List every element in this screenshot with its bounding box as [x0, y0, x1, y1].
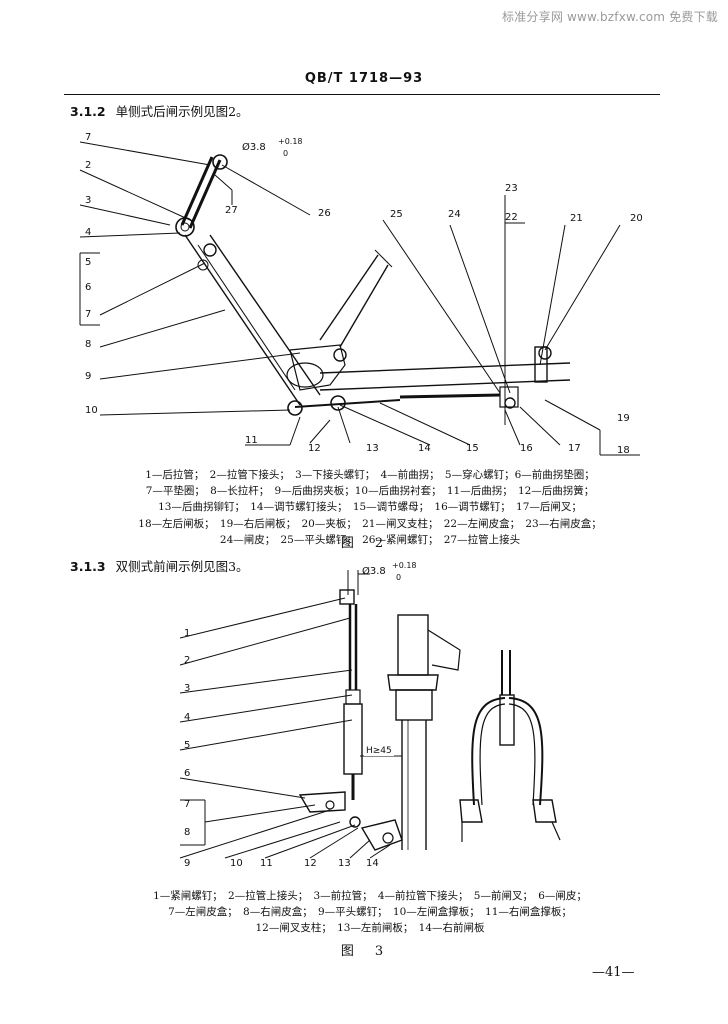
section-3-1-3: 3.1.3 双侧式前闸示例见图3。	[70, 556, 249, 575]
fig2-callout-left: 5	[85, 257, 91, 268]
fig3-callout-left: 7	[184, 799, 190, 810]
fig3-callout-left: 1	[184, 628, 190, 639]
figure-3-caption: 图 3	[340, 944, 388, 959]
legend-line: 1—后拉管； 2—拉管下接头； 3—下接头螺钉； 4—前曲拐； 5—穿心螺钉；6…	[145, 469, 595, 481]
fig3-tolerance-upper: +0.18	[392, 561, 417, 570]
fig2-callout-right: 19	[617, 413, 630, 424]
watermark: 标准分享网 www.bzfxw.com 免费下载	[502, 10, 718, 24]
fig3-callout-bottom: 12	[304, 858, 317, 869]
fig2-callout-left: 6	[85, 282, 91, 293]
fig2-tolerance-lower: 0	[283, 149, 288, 158]
header-rule	[64, 94, 660, 95]
fig2-callout-bottom: 14	[418, 443, 431, 454]
fig2-callout-top: 27	[225, 205, 238, 216]
fig2-callout-left: 4	[85, 227, 91, 238]
figure-2-drawing: Ø3.8 +0.18 0 7 2 3 4 5 6 7 8 9 10 11 12 …	[79, 132, 643, 456]
fig2-callout-bottom: 15	[466, 443, 479, 454]
fig2-callout-bottom: 11	[245, 435, 258, 446]
fig3-callout-bottom: 14	[366, 858, 379, 869]
fig2-callout-top: 20	[630, 213, 643, 224]
fig2-callout-bottom: 13	[366, 443, 379, 454]
fig2-callout-top: 21	[570, 213, 583, 224]
legend-line: 7—左闸皮盒； 8—右闸皮盒； 9—平头螺钉； 10—左闸盒撑板； 11—右闸盒…	[168, 906, 572, 919]
fig2-tolerance-symbol: Ø3.8	[242, 141, 266, 153]
fig2-callout-top: 22	[505, 212, 518, 223]
fig2-tolerance-upper: +0.18	[278, 137, 303, 146]
fig2-callout-left: 7	[85, 132, 91, 143]
fig2-callout-bottom: 17	[568, 443, 581, 454]
fig3-callout-bottom: 10	[230, 858, 243, 869]
figure-2-legend: 1—后拉管； 2—拉管下接头； 3—下接头螺钉； 4—前曲拐； 5—穿心螺钉；6…	[60, 467, 680, 548]
fig3-callout-left: 2	[184, 655, 190, 666]
fig3-callout-left: 8	[184, 827, 190, 838]
section-3-1-2: 3.1.2 单侧式后闸示例见图2。	[70, 101, 249, 120]
fig2-callout-top: 26	[318, 208, 331, 219]
section-number: 3.1.2	[70, 104, 106, 119]
fig2-callout-top: 24	[448, 209, 461, 220]
legend-line: 13—后曲拐铆钉； 14—调节螺钉接头； 15—调节螺母； 16—调节螺钉； 1…	[158, 501, 582, 514]
figure-3-drawing: Ø3.8 +0.18 0 H≥45 1 2 3 4 5 6 7 8 9 10 1…	[179, 561, 561, 869]
fig3-callout-left: 3	[184, 683, 190, 694]
figure-2-caption: 图 2	[340, 536, 388, 551]
fig3-callout-bottom: 11	[260, 858, 273, 869]
fig3-callout-left: 5	[184, 740, 190, 751]
section-text: 单侧式后闸示例见图2。	[115, 104, 249, 119]
fig3-callout-bottom: 13	[338, 858, 351, 869]
standard-code: QB/T 1718—93	[304, 71, 424, 86]
fig2-callout-left: 3	[85, 195, 91, 206]
section-text: 双侧式前闸示例见图3。	[115, 559, 249, 574]
fig2-callout-left: 8	[85, 339, 91, 350]
section-number: 3.1.3	[70, 559, 106, 574]
fig3-dimension-label: H≥45	[366, 746, 392, 756]
fig2-callout-bottom: 16	[520, 443, 533, 454]
fig2-callout-right: 18	[617, 445, 630, 456]
legend-line: 24—闸皮； 25—平头螺钉； 26—紧闸螺钉； 27—拉管上接头	[219, 533, 521, 546]
fig3-callout-left: 9	[184, 858, 190, 869]
legend-line: 1—紧闸螺钉； 2—拉管上接头； 3—前拉管； 4—前拉管下接头； 5—前闸叉；…	[153, 890, 587, 902]
fig2-callout-left: 9	[85, 371, 91, 382]
fig3-callout-left: 6	[184, 768, 190, 779]
fig2-callout-top: 23	[505, 183, 518, 194]
figure-3-legend: 1—紧闸螺钉； 2—拉管上接头； 3—前拉管； 4—前拉管下接头； 5—前闸叉；…	[60, 888, 680, 937]
legend-line: 12—闸叉支柱； 13—左前闸板； 14—右前闸板	[255, 922, 485, 935]
fig2-callout-top: 25	[390, 209, 403, 220]
fig2-callout-left: 10	[85, 405, 98, 416]
page-number: —41—	[592, 965, 635, 980]
fig2-callout-left: 2	[85, 160, 91, 171]
fig3-tolerance-lower: 0	[396, 573, 401, 582]
legend-line: 7—平垫圈； 8—长拉杆； 9—后曲拐夹板；10—后曲拐衬套； 11—后曲拐； …	[145, 485, 595, 498]
fig3-tolerance-symbol: Ø3.8	[362, 565, 386, 577]
fig2-callout-bottom: 12	[308, 443, 321, 454]
fig3-callout-left: 4	[184, 712, 190, 723]
fig2-callout-left: 7	[85, 309, 91, 320]
legend-line: 18—左后闸板； 19—右后闸板； 20—夹板； 21—闸叉支柱； 22—左闸皮…	[138, 517, 602, 530]
